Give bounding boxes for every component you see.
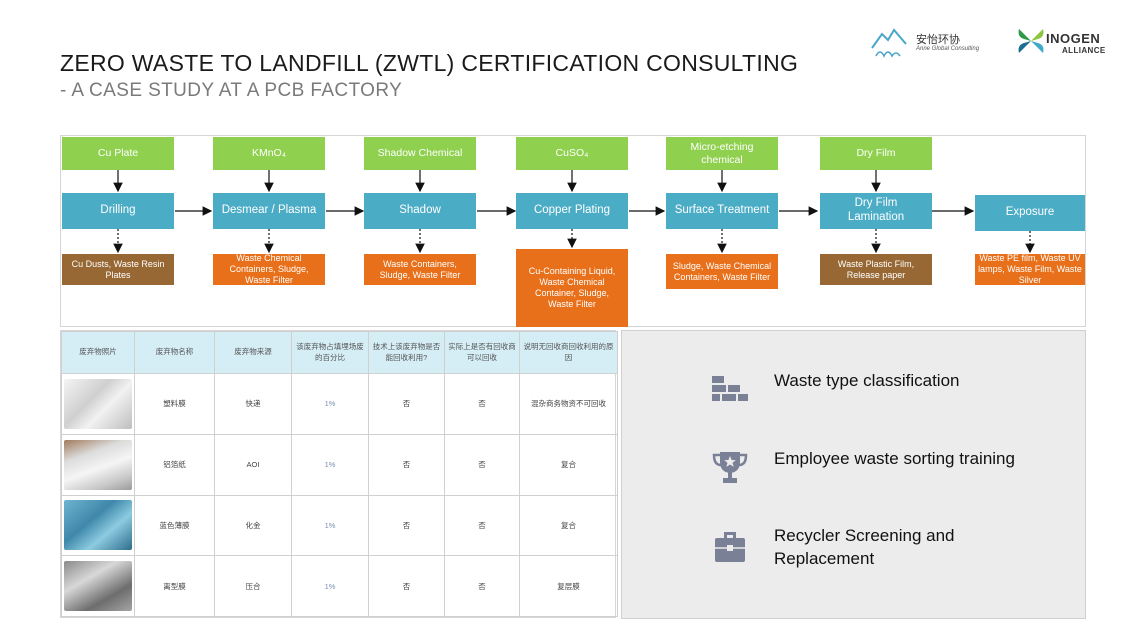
- cell-reason: 复合: [519, 433, 618, 496]
- col-header: 技术上该废弃物是否能回收利用?: [368, 331, 445, 374]
- cell-percent: 1%: [291, 494, 369, 557]
- output-copper-plating: Cu-Containing Liquid, Waste Chemical Con…: [516, 249, 628, 327]
- process-desmear: Desmear / Plasma: [213, 193, 325, 229]
- inogen-alliance-logo: INOGEN ALLIANCE: [1016, 25, 1116, 61]
- inogen-name: INOGEN: [1046, 31, 1101, 46]
- input-cuso4: CuSO₄: [516, 137, 628, 170]
- col-header: 废弃物名称: [134, 331, 215, 374]
- col-header: 废弃物照片: [61, 331, 135, 374]
- cell-actual: 否: [444, 433, 520, 496]
- process-drilling: Drilling: [62, 193, 174, 229]
- table-row: 铝箔纸 AOI 1% 否 否 复合: [61, 433, 618, 496]
- flow-arrows: [113, 170, 1035, 254]
- input-shadow-chemical: Shadow Chemical: [364, 137, 476, 170]
- table-header-row: 废弃物照片 废弃物名称 废弃物来源 该废弃物占填埋场废的百分比 技术上该废弃物是…: [61, 331, 618, 374]
- process-surface-treatment: Surface Treatment: [666, 193, 778, 229]
- action-label: Recycler Screening and Replacement: [774, 526, 955, 568]
- cell-tech: 否: [368, 494, 445, 557]
- process-exposure: Exposure: [975, 195, 1085, 231]
- aluminum-foil-photo: [64, 439, 132, 490]
- cell-reason: 复合: [519, 494, 618, 557]
- plastic-film-photo: [64, 378, 132, 429]
- output-dry-film: Waste Plastic Film, Release paper: [820, 254, 932, 285]
- input-micro-etching: Micro-etching chemical: [666, 137, 778, 170]
- leaf-logo-icon: [1018, 29, 1044, 53]
- action-label: Waste type classification: [774, 371, 960, 390]
- col-header: 该废弃物占填埋场废的百分比: [291, 331, 369, 374]
- cell-source: AOI: [214, 433, 292, 496]
- output-exposure: Waste PE film, Waste UV lamps, Waste Fil…: [975, 253, 1085, 285]
- process-dry-film-lamination: Dry Film Lamination: [820, 193, 932, 229]
- input-cu-plate: Cu Plate: [62, 137, 174, 170]
- action-label: Employee waste sorting training: [774, 449, 1015, 468]
- cell-percent: 1%: [291, 555, 369, 617]
- output-drilling: Cu Dusts, Waste Resin Plates: [62, 254, 174, 285]
- output-desmear: Waste Chemical Containers, Sludge, Waste…: [213, 253, 325, 285]
- cell-actual: 否: [444, 373, 520, 435]
- col-header: 废弃物来源: [214, 331, 292, 374]
- inogen-sub: ALLIANCE: [1062, 46, 1106, 55]
- briefcase-icon: [715, 532, 745, 562]
- anne-global-logo: 安怡环协 Anne Global Consulting: [870, 26, 1005, 60]
- cell-name: 塑料膜: [134, 373, 215, 435]
- cell-source: 快递: [214, 373, 292, 435]
- blue-film-photo: [64, 500, 132, 551]
- release-film-photo: [64, 561, 132, 612]
- cell-name: 离型膜: [134, 555, 215, 617]
- output-shadow: Waste Containers, Sludge, Waste Filter: [364, 254, 476, 285]
- cell-name: 蓝色薄膜: [134, 494, 215, 557]
- input-kmno4: KMnO₄: [213, 137, 325, 170]
- cell-name: 铝箔纸: [134, 433, 215, 496]
- cell-percent: 1%: [291, 433, 369, 496]
- page-title: ZERO WASTE TO LANDFILL (ZWTL) CERTIFICAT…: [60, 50, 799, 76]
- cell-tech: 否: [368, 433, 445, 496]
- input-dry-film: Dry Film: [820, 137, 932, 170]
- cell-reason: 复层膜: [519, 555, 618, 617]
- col-header: 实际上是否有回收商可以回收: [444, 331, 520, 374]
- cell-percent: 1%: [291, 373, 369, 435]
- page-subtitle: - A CASE STUDY AT A PCB FACTORY: [60, 80, 403, 101]
- process-shadow: Shadow: [364, 193, 476, 229]
- trophy-icon: [712, 452, 748, 483]
- anne-en-name: Anne Global Consulting: [916, 46, 980, 52]
- waste-table: 废弃物照片 废弃物名称 废弃物来源 该废弃物占填埋场废的百分比 技术上该废弃物是…: [60, 330, 618, 618]
- brick-icon: [712, 376, 748, 401]
- anne-cn-name: 安怡环协: [916, 33, 960, 46]
- mountain-logo-icon: [871, 28, 907, 58]
- cell-source: 化金: [214, 494, 292, 557]
- table-row: 塑料膜 快递 1% 否 否 混杂商务物资不可回收: [61, 373, 618, 435]
- output-surface-treatment: Sludge, Waste Chemical Containers, Waste…: [666, 254, 778, 289]
- cell-source: 压合: [214, 555, 292, 617]
- process-copper-plating: Copper Plating: [516, 193, 628, 229]
- actions-panel: Waste type classification Employee waste…: [621, 330, 1086, 619]
- cell-actual: 否: [444, 555, 520, 617]
- col-header: 说明无回收商回收利用的原因: [519, 331, 618, 374]
- process-flow-diagram: Cu Plate KMnO₄ Shadow Chemical CuSO₄ Mic…: [60, 135, 1086, 327]
- cell-tech: 否: [368, 373, 445, 435]
- cell-reason: 混杂商务物资不可回收: [519, 373, 618, 435]
- cell-tech: 否: [368, 555, 445, 617]
- table-row: 离型膜 压合 1% 否 否 复层膜: [61, 555, 618, 617]
- cell-actual: 否: [444, 494, 520, 557]
- table-row: 蓝色薄膜 化金 1% 否 否 复合: [61, 494, 618, 557]
